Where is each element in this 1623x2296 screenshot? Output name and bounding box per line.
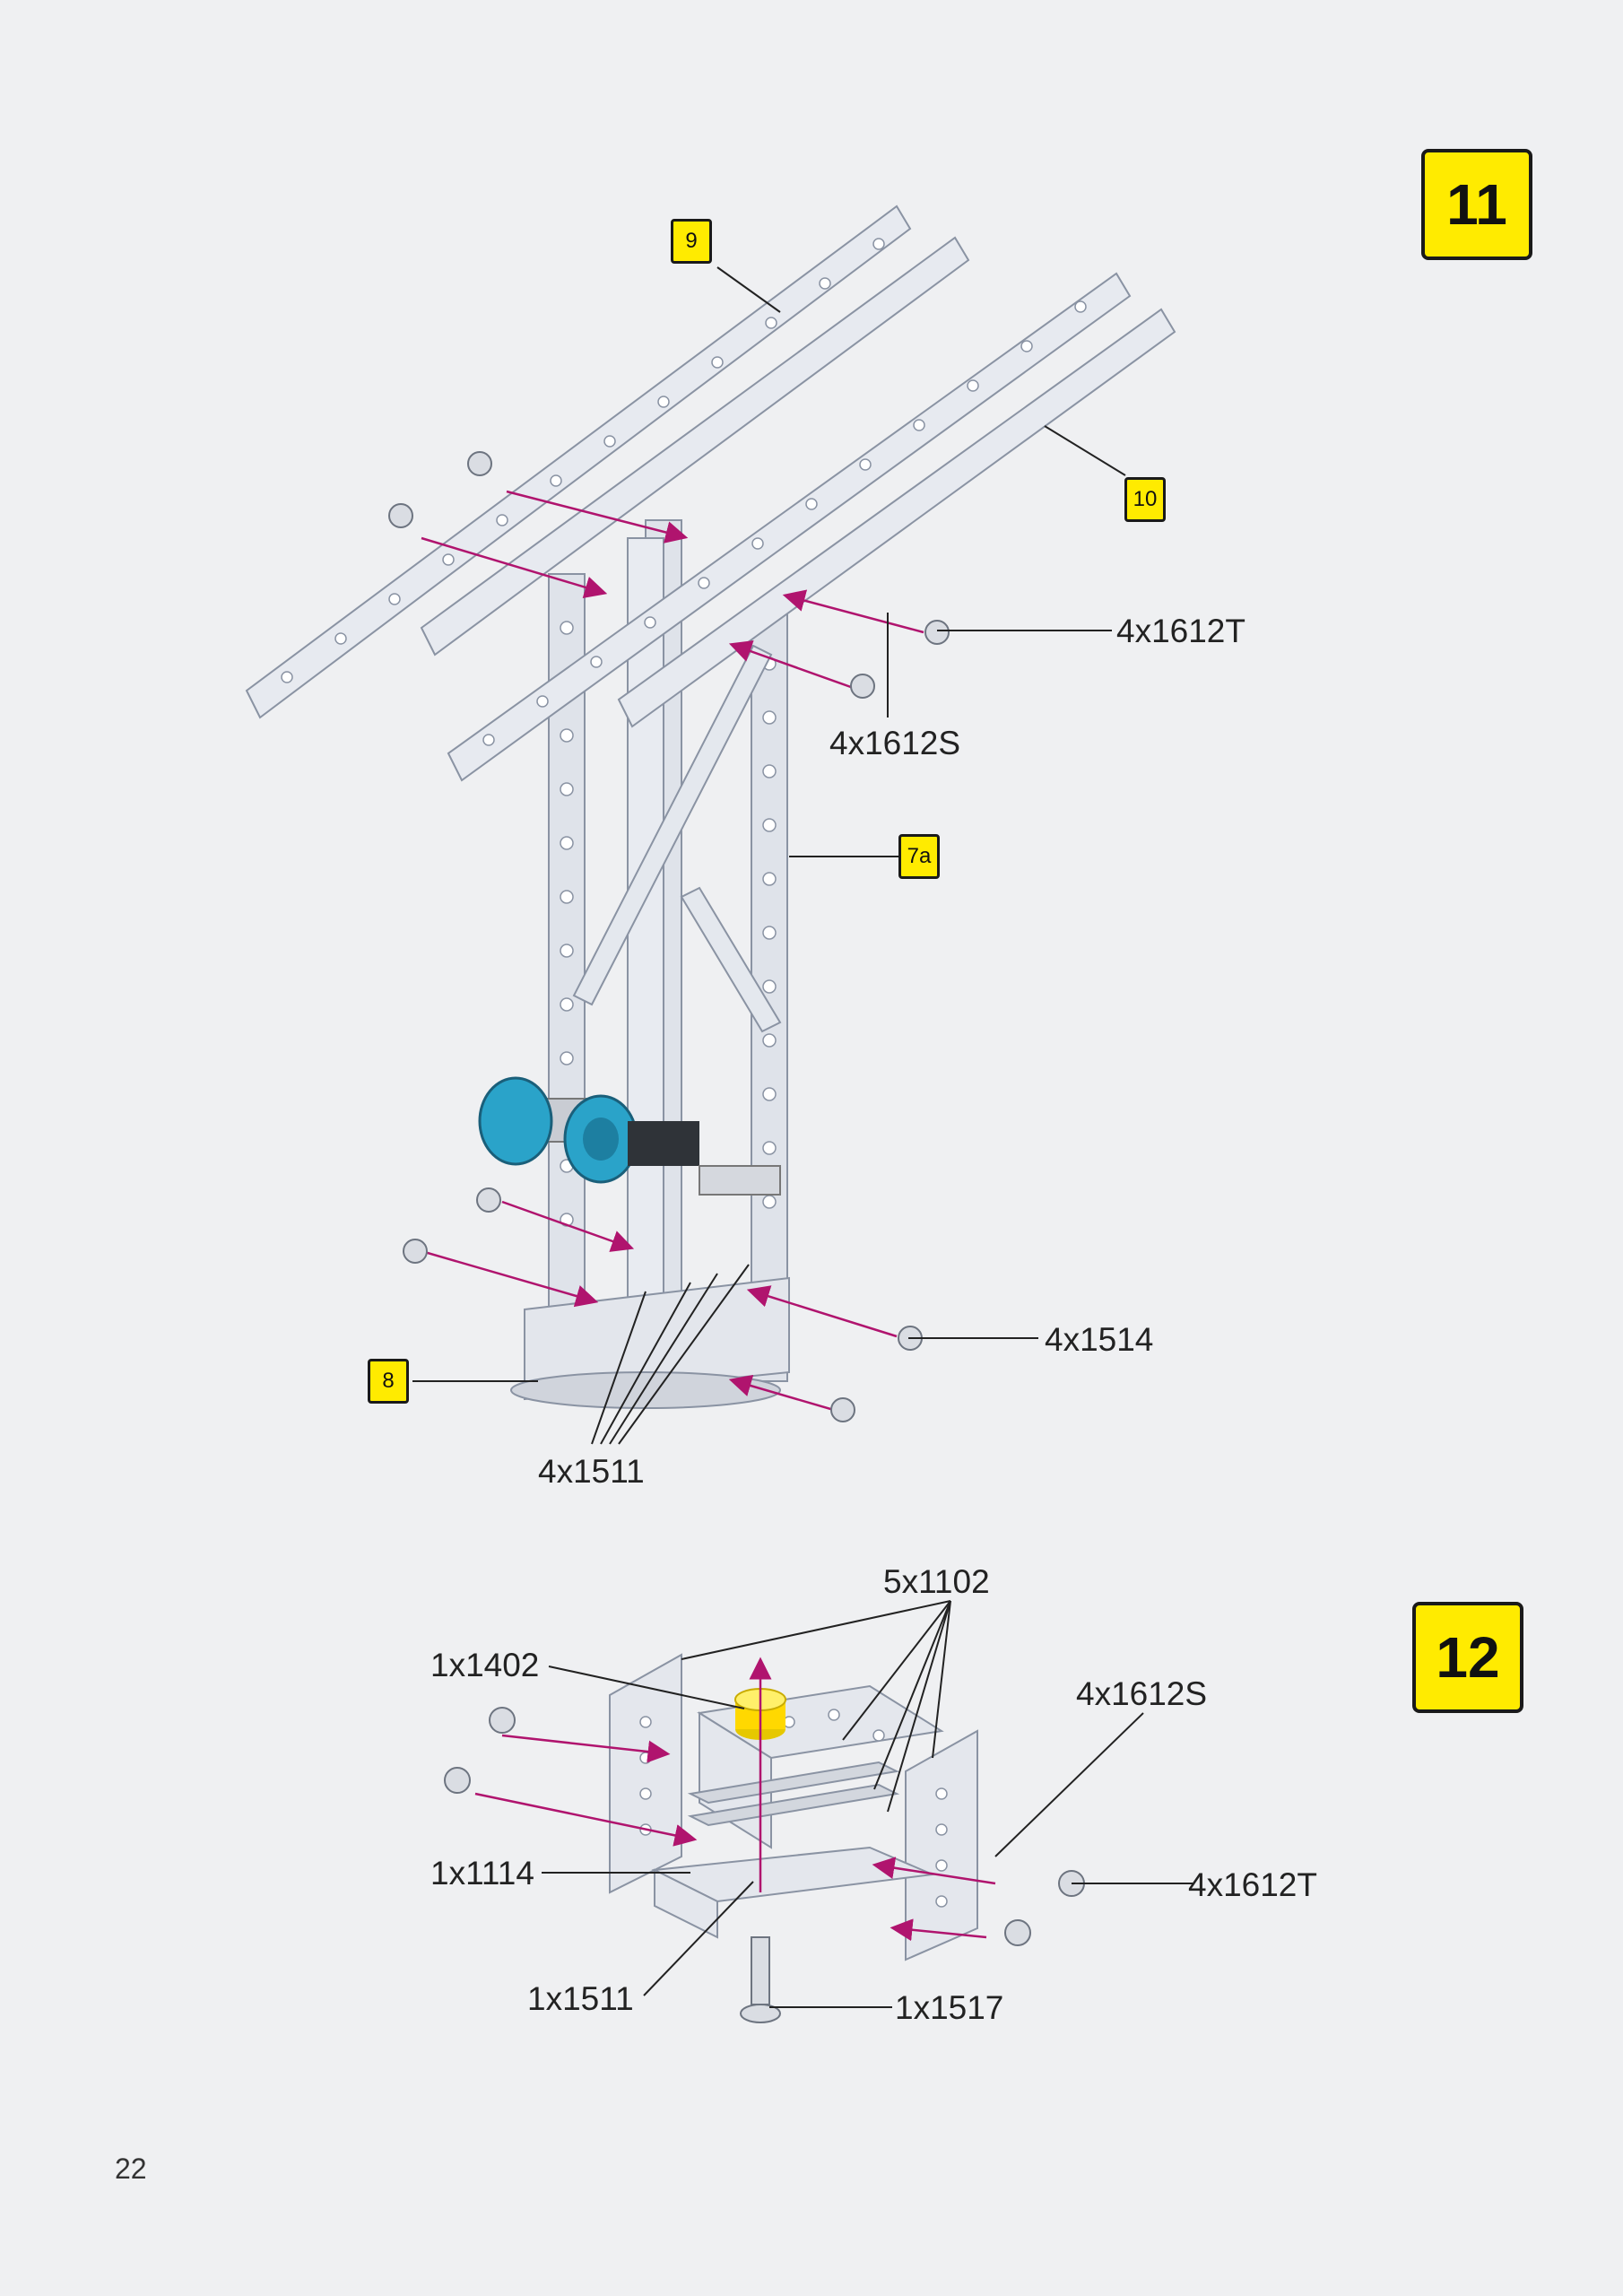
callout-9: 9 [671, 219, 712, 264]
part-label-1511-step12: 1x1511 [527, 1980, 634, 2017]
part-label-1114: 1x1114 [430, 1855, 534, 1892]
page-number: 22 [115, 2152, 147, 2185]
part-label-1402: 1x1402 [430, 1647, 540, 1683]
step11-diagram [245, 204, 1176, 1445]
callout-8: 8 [368, 1359, 409, 1404]
base-bracket [510, 1276, 790, 1409]
step-12-badge: 12 [1412, 1602, 1523, 1713]
part-label-1612T-step12: 4x1612T [1188, 1866, 1317, 1903]
part-label-1517: 1x1517 [895, 1989, 1004, 2026]
step12-diagram [444, 1600, 1193, 2023]
part-label-1612T: 4x1612T [1116, 613, 1245, 649]
part-label-1514: 4x1514 [1045, 1321, 1154, 1358]
part-label-1102: 5x1102 [883, 1563, 990, 1600]
part-label-1612S: 4x1612S [829, 725, 961, 761]
gear-assembly [478, 1076, 781, 1196]
part-label-1511: 4x1511 [538, 1453, 645, 1490]
step-11-badge: 11 [1421, 149, 1532, 260]
callout-7a: 7a [898, 834, 940, 879]
part-label-1612S-step12: 4x1612S [1076, 1675, 1208, 1712]
top-strips [245, 204, 1176, 782]
callout-10: 10 [1124, 477, 1166, 522]
